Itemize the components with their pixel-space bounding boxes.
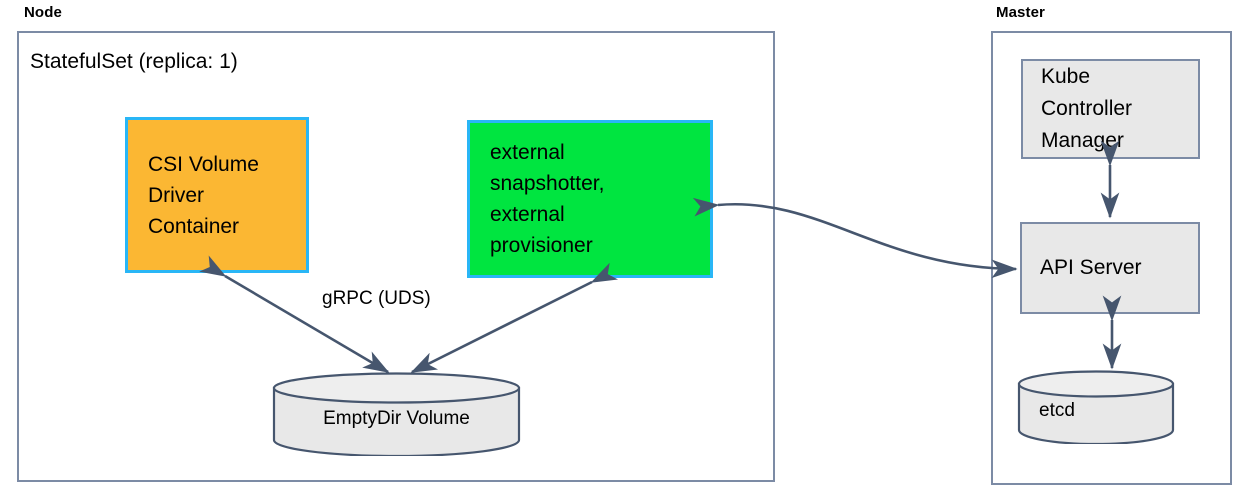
node-group-label: Node [24, 4, 62, 21]
etcd-label: etcd [1039, 400, 1075, 421]
api-server-box[interactable]: API Server [1020, 222, 1200, 314]
etcd-cylinder[interactable]: etcd [1017, 370, 1175, 446]
csi-line-1: CSI Volume [148, 152, 259, 176]
kcm-line-1: Kube [1041, 65, 1091, 88]
externals-line-3: external [490, 203, 565, 226]
externals-line-4: provisioner [490, 234, 593, 257]
master-group-label: Master [996, 4, 1045, 21]
grpc-uds-edge-label: gRPC (UDS) [322, 288, 431, 309]
csi-volume-driver-container-box[interactable]: CSI Volume Driver Container [125, 117, 309, 273]
external-snapshotter-provisioner-box[interactable]: external snapshotter, external provision… [467, 120, 713, 278]
emptydir-volume-label: EmptyDir Volume [323, 408, 470, 429]
externals-line-1: external [490, 141, 565, 164]
api-server-label: API Server [1040, 256, 1142, 279]
statefulset-title: StatefulSet (replica: 1) [30, 50, 238, 73]
csi-line-3: Container [148, 214, 240, 238]
csi-line-2: Driver [148, 183, 204, 207]
kube-controller-manager-box[interactable]: Kube Controller Manager [1021, 59, 1200, 159]
externals-line-2: snapshotter, [490, 172, 605, 195]
kcm-line-2: Controller [1041, 97, 1133, 120]
etcd-cylinder-shape [1017, 370, 1175, 446]
emptydir-volume-cylinder[interactable]: EmptyDir Volume [272, 372, 521, 458]
emptydir-cylinder-shape [272, 372, 521, 458]
kcm-line-3: Manager [1041, 129, 1124, 152]
